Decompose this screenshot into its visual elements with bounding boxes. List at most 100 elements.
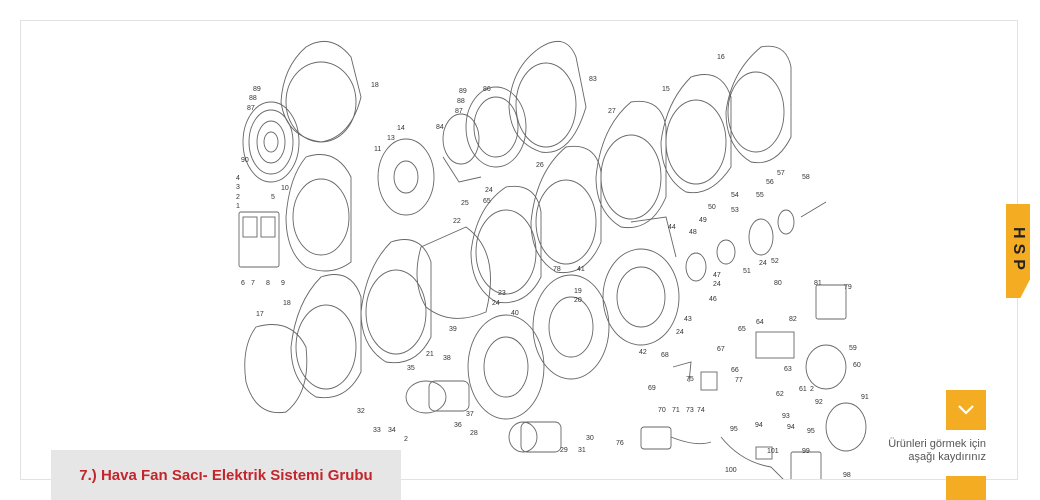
svg-text:28: 28: [470, 430, 478, 437]
svg-text:59: 59: [849, 345, 857, 352]
svg-text:40: 40: [511, 310, 519, 317]
svg-text:94: 94: [787, 424, 795, 431]
hsp-side-tab[interactable]: HSP: [1006, 204, 1030, 298]
svg-text:24: 24: [676, 329, 684, 336]
svg-text:58: 58: [802, 174, 810, 181]
svg-text:70: 70: [658, 407, 666, 414]
svg-text:46: 46: [709, 296, 717, 303]
svg-text:79: 79: [844, 284, 852, 291]
svg-text:30: 30: [586, 435, 594, 442]
svg-text:2: 2: [810, 386, 814, 393]
svg-text:6: 6: [241, 280, 245, 287]
svg-text:95: 95: [730, 426, 738, 433]
svg-text:77: 77: [735, 377, 743, 384]
svg-text:21: 21: [426, 351, 434, 358]
svg-text:51: 51: [743, 268, 751, 275]
scroll-down-button[interactable]: [946, 390, 986, 430]
svg-text:88: 88: [249, 95, 257, 102]
svg-text:44: 44: [668, 224, 676, 231]
svg-text:33: 33: [373, 427, 381, 434]
chevron-down-icon: [958, 405, 974, 415]
svg-text:71: 71: [672, 407, 680, 414]
svg-text:76: 76: [616, 440, 624, 447]
svg-text:48: 48: [689, 229, 697, 236]
svg-text:19: 19: [574, 288, 582, 295]
svg-text:8: 8: [266, 280, 270, 287]
diagram-caption: 7.) Hava Fan Sacı- Elektrik Sistemi Grub…: [51, 450, 401, 500]
svg-text:27: 27: [608, 108, 616, 115]
scroll-hint-line2: aşağı kaydırınız: [908, 451, 986, 463]
svg-text:16: 16: [717, 54, 725, 61]
svg-text:29: 29: [560, 447, 568, 454]
svg-text:57: 57: [777, 170, 785, 177]
caption-title: 7.) Hava Fan Sacı- Elektrik Sistemi Grub…: [79, 466, 373, 484]
svg-text:24: 24: [759, 260, 767, 267]
svg-text:75: 75: [686, 376, 694, 383]
svg-text:74: 74: [697, 407, 705, 414]
svg-text:68: 68: [661, 352, 669, 359]
svg-text:20: 20: [574, 297, 582, 304]
svg-text:64: 64: [756, 319, 764, 326]
svg-text:36: 36: [454, 422, 462, 429]
svg-text:42: 42: [639, 349, 647, 356]
svg-text:35: 35: [407, 365, 415, 372]
svg-text:92: 92: [815, 399, 823, 406]
svg-text:17: 17: [256, 311, 264, 318]
svg-text:49: 49: [699, 217, 707, 224]
svg-text:99: 99: [802, 448, 810, 455]
svg-text:53: 53: [731, 207, 739, 214]
scroll-hint: Ürünleri görmek için aşağı kaydırınız: [840, 438, 986, 464]
svg-text:69: 69: [648, 385, 656, 392]
svg-text:43: 43: [684, 316, 692, 323]
svg-text:87: 87: [247, 105, 255, 112]
svg-text:89: 89: [459, 88, 467, 95]
svg-text:94: 94: [755, 422, 763, 429]
svg-text:101: 101: [767, 448, 779, 455]
svg-text:54: 54: [731, 192, 739, 199]
svg-text:47: 47: [713, 272, 721, 279]
bottom-accent-tab: [946, 476, 986, 500]
hsp-logo-text: HSP: [1010, 227, 1027, 275]
svg-text:34: 34: [388, 427, 396, 434]
svg-text:2: 2: [236, 194, 240, 201]
svg-text:24: 24: [713, 281, 721, 288]
svg-text:38: 38: [443, 355, 451, 362]
svg-text:31: 31: [578, 447, 586, 454]
svg-text:15: 15: [662, 86, 670, 93]
svg-text:88: 88: [457, 98, 465, 105]
svg-text:90: 90: [241, 157, 249, 164]
svg-text:78: 78: [553, 266, 561, 273]
svg-text:7: 7: [251, 280, 255, 287]
svg-text:83: 83: [589, 76, 597, 83]
svg-text:61: 61: [799, 386, 807, 393]
svg-text:26: 26: [536, 162, 544, 169]
svg-text:82: 82: [789, 316, 797, 323]
svg-text:50: 50: [708, 204, 716, 211]
svg-text:65: 65: [483, 198, 491, 205]
svg-text:10: 10: [281, 185, 289, 192]
svg-text:81: 81: [814, 280, 822, 287]
svg-text:73: 73: [686, 407, 694, 414]
svg-text:95: 95: [807, 428, 815, 435]
svg-text:100: 100: [725, 467, 737, 474]
svg-text:87: 87: [455, 108, 463, 115]
svg-text:23: 23: [498, 290, 506, 297]
svg-text:66: 66: [731, 367, 739, 374]
svg-text:18: 18: [371, 82, 379, 89]
svg-text:84: 84: [436, 124, 444, 131]
svg-text:24: 24: [492, 300, 500, 307]
svg-text:80: 80: [774, 280, 782, 287]
scroll-hint-line1: Ürünleri görmek için: [888, 438, 986, 450]
svg-text:65: 65: [738, 326, 746, 333]
svg-text:5: 5: [271, 194, 275, 201]
svg-text:52: 52: [771, 258, 779, 265]
svg-text:91: 91: [861, 394, 869, 401]
svg-text:11: 11: [374, 146, 381, 153]
svg-text:18: 18: [283, 300, 291, 307]
svg-text:67: 67: [717, 346, 725, 353]
svg-text:63: 63: [784, 366, 792, 373]
svg-text:25: 25: [461, 200, 469, 207]
